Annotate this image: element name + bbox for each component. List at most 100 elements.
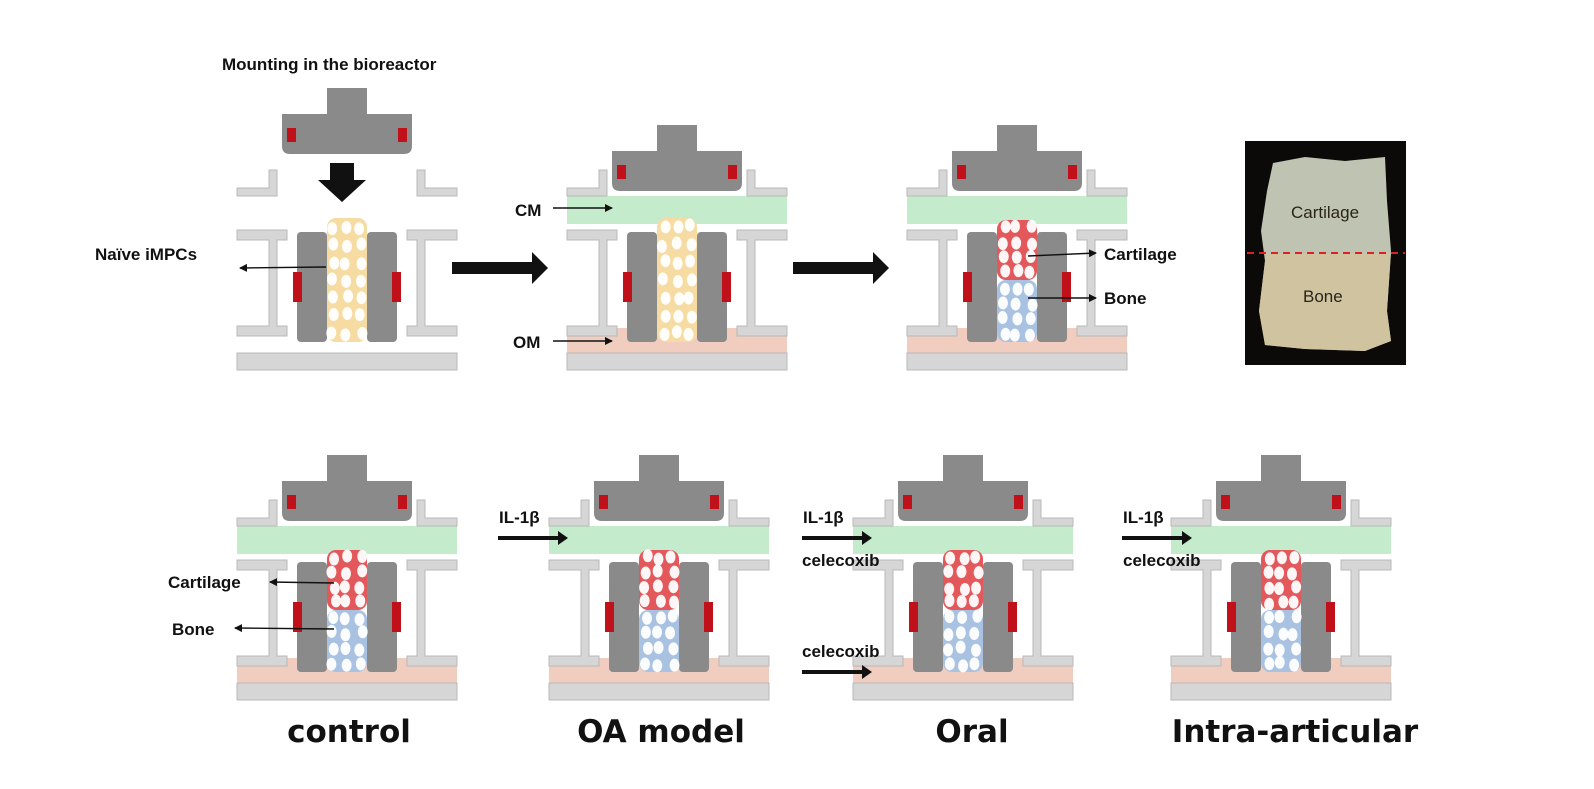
left-wall: [566, 229, 618, 337]
right-holder: [697, 232, 727, 342]
plunger-marker: [617, 165, 626, 179]
caption-intra-articular: Intra-articular: [1171, 714, 1419, 750]
base-plate: [1170, 682, 1392, 701]
plunger-marker: [287, 495, 296, 509]
red-marker: [1062, 272, 1071, 302]
left-holder: [297, 562, 327, 672]
red-marker: [293, 272, 302, 302]
right-wall: [1022, 559, 1074, 667]
plunger-marker: [1332, 495, 1341, 509]
right-holder: [679, 562, 709, 672]
left-holder: [967, 232, 997, 342]
reactor-oral: [852, 455, 1074, 701]
bone-label-control: Bone: [172, 620, 215, 639]
red-marker: [909, 602, 918, 632]
plunger: [1216, 455, 1346, 521]
plunger-marker: [1068, 165, 1077, 179]
base-plate: [852, 682, 1074, 701]
mounting-down-arrow: [318, 163, 366, 202]
celecoxib-label-oral-lower: celecoxib: [802, 642, 880, 661]
left-top-ledge: [906, 169, 948, 197]
red-marker: [1227, 602, 1236, 632]
cartilage-label-top: Cartilage: [1104, 245, 1177, 264]
celecoxib-label-oral-upper: celecoxib: [802, 551, 880, 570]
reactor-mounting: [236, 88, 458, 371]
celecoxib-label-intra: celecoxib: [1123, 551, 1201, 570]
right-holder: [983, 562, 1013, 672]
right-holder: [367, 232, 397, 342]
left-top-ledge: [566, 169, 608, 197]
plunger: [612, 125, 742, 191]
red-marker: [963, 272, 972, 302]
naive-leader-line: [239, 263, 327, 272]
right-wall: [718, 559, 770, 667]
photo-cartilage-label: Cartilage: [1291, 203, 1360, 222]
left-top-ledge: [236, 499, 278, 527]
red-marker: [392, 602, 401, 632]
photo-bone-label: Bone: [1303, 287, 1343, 306]
cm-medium-band: [853, 526, 1073, 554]
right-wall: [1340, 559, 1392, 667]
plunger-marker: [599, 495, 608, 509]
bone-layer: [1261, 610, 1301, 672]
bone-label-top: Bone: [1104, 289, 1147, 308]
plunger-marker: [398, 128, 407, 142]
caption-control: control: [287, 714, 411, 750]
plunger-marker: [398, 495, 407, 509]
right-holder: [1037, 232, 1067, 342]
control-bone-leader: [234, 624, 335, 633]
bone-layer: [327, 610, 367, 672]
il1b-label-intra: IL-1β: [1123, 508, 1164, 527]
base-plate: [548, 682, 770, 701]
red-marker: [704, 602, 713, 632]
base-plate: [236, 682, 458, 701]
right-top-ledge: [416, 169, 458, 197]
construct-photo: Cartilage Bone: [1245, 141, 1406, 365]
cartilage-leader-line: [1027, 249, 1097, 258]
bone-layer: [639, 610, 679, 672]
process-arrow-2: [793, 252, 889, 284]
naive-impcs-label: Naïve iMPCs: [95, 245, 198, 264]
caption-oa-model: OA model: [577, 714, 745, 750]
left-holder: [1231, 562, 1261, 672]
right-top-ledge: [1032, 499, 1074, 527]
left-top-ledge: [236, 169, 278, 197]
right-top-ledge: [1350, 499, 1392, 527]
left-wall: [548, 559, 600, 667]
plunger-marker: [728, 165, 737, 179]
plunger: [282, 455, 412, 521]
plunger: [952, 125, 1082, 191]
red-marker: [293, 602, 302, 632]
reactor-control: [236, 455, 458, 701]
right-top-ledge: [728, 499, 770, 527]
base-plate: [236, 352, 458, 371]
celecoxib-arrow-oral-head: [862, 665, 872, 679]
tissue-image: [1247, 157, 1405, 351]
right-wall: [406, 559, 458, 667]
om-label: OM: [513, 333, 541, 352]
il1b-label-oa: IL-1β: [499, 508, 540, 527]
il1b-arrow-intra-head: [1182, 531, 1192, 545]
caption-oral: Oral: [935, 714, 1009, 750]
plunger-marker: [710, 495, 719, 509]
cm-medium-band: [549, 526, 769, 554]
base-plate: [566, 352, 788, 371]
cm-label: CM: [515, 201, 542, 220]
red-marker: [605, 602, 614, 632]
cm-medium-band: [907, 196, 1127, 224]
left-wall: [236, 229, 288, 337]
right-top-ledge: [746, 169, 788, 197]
il1b-label-oral: IL-1β: [803, 508, 844, 527]
left-wall: [1170, 559, 1222, 667]
right-wall: [406, 229, 458, 337]
left-holder: [627, 232, 657, 342]
left-holder: [609, 562, 639, 672]
mounting-title: Mounting in the bioreactor: [222, 55, 437, 74]
right-top-ledge: [1086, 169, 1128, 197]
bone-layer: [997, 280, 1037, 342]
plunger-marker: [1221, 495, 1230, 509]
red-marker: [722, 272, 731, 302]
left-top-ledge: [548, 499, 590, 527]
red-marker: [1008, 602, 1017, 632]
left-holder: [297, 232, 327, 342]
